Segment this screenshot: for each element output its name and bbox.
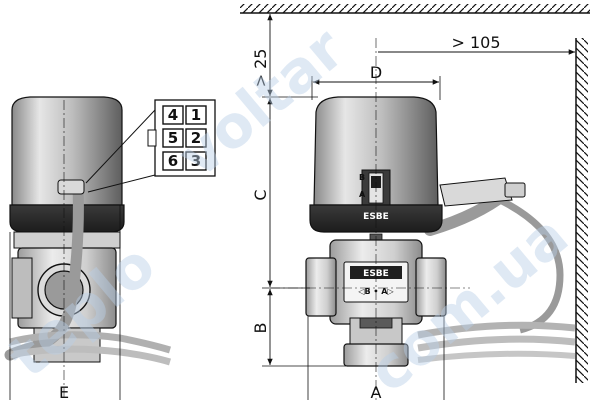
pin-5-label: 5	[168, 129, 178, 147]
clearance-side-label: > 105	[451, 33, 500, 52]
dimension-c-label: C	[251, 189, 270, 200]
dimension-a: A	[307, 316, 445, 402]
dimension-b: B	[251, 289, 346, 367]
valve-side-view	[4, 96, 172, 400]
pin-1-label: 1	[191, 106, 201, 124]
dimension-clearance-top: > 25	[251, 14, 273, 96]
wall-hatch	[575, 38, 588, 383]
dimension-d-label: D	[370, 63, 382, 82]
dimension-e-label: E	[59, 383, 69, 400]
switch-a-label: A	[359, 190, 366, 199]
dimension-b-label: B	[251, 323, 270, 334]
ceiling-hatch	[240, 4, 590, 14]
centerlines	[270, 38, 470, 400]
dimension-a-label: A	[371, 383, 382, 400]
connector-pinout: 4 1 5 2 6 3	[85, 99, 216, 193]
dimension-clearance-side: > 105	[378, 33, 575, 55]
dimension-d: D	[311, 63, 441, 100]
pin-2-label: 2	[191, 129, 201, 147]
clearance-top-label: > 25	[251, 49, 270, 88]
knob-brand-label: ESBE	[363, 212, 389, 222]
dimension-c: C	[251, 96, 318, 289]
pin-6-label: 6	[168, 152, 178, 170]
pin-3-label: 3	[191, 152, 201, 170]
switch-b-label: B	[359, 173, 365, 182]
dimension-e: E	[9, 205, 121, 402]
pin-4-label: 4	[168, 106, 178, 124]
